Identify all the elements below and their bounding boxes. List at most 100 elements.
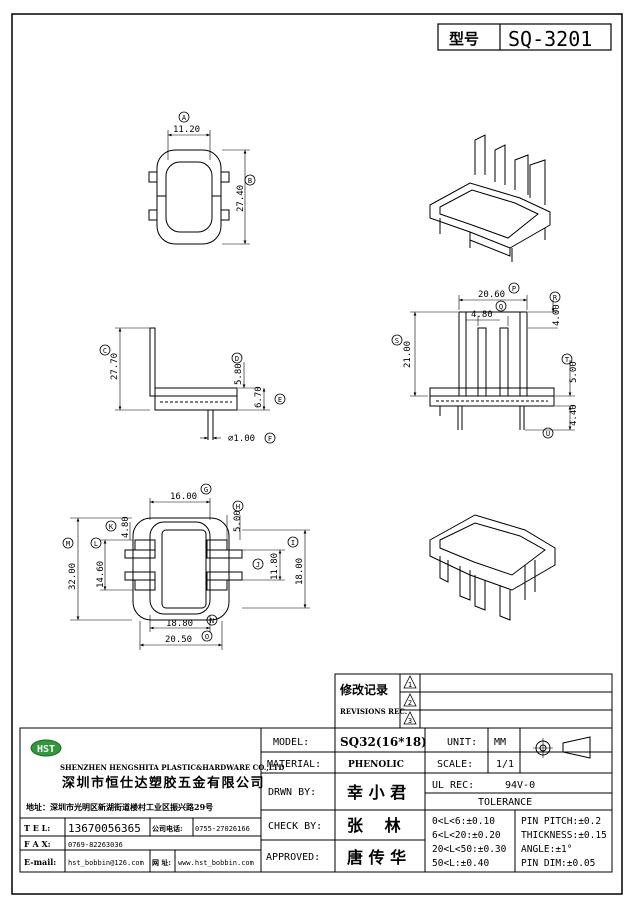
dim-N: 18.80 <box>166 619 193 629</box>
scale-value: 1/1 <box>496 759 514 770</box>
revision-mark-1: 1 <box>408 681 412 689</box>
callout-T: T <box>561 353 573 365</box>
company-logo-text: HST <box>37 744 55 755</box>
side-view <box>115 327 270 440</box>
dim-F: ⌀1.00 <box>228 434 255 444</box>
projection-symbol <box>533 736 591 759</box>
revision-subtitle: REVISIONS REC. <box>340 707 407 716</box>
dim-G: 16.00 <box>170 492 197 502</box>
material-value: PHENOLIC <box>348 760 404 770</box>
tolerance-2: 6<L<20:±0.20 <box>432 830 501 841</box>
pin-pitch: PIN PITCH:±0.2 <box>521 816 601 827</box>
callout-H: H <box>232 500 244 512</box>
revision-title: 修改记录 <box>339 682 388 697</box>
svg-text:B: B <box>248 177 252 185</box>
drawn-value: 幸 小 君 <box>347 783 406 802</box>
callout-F: F <box>264 432 276 444</box>
angle: ANGLE:±1° <box>521 844 572 855</box>
dim-H: 5.00 <box>233 510 243 532</box>
approved-label: APPROVED: <box>266 852 320 863</box>
tel-value: 13670056365 <box>68 822 141 835</box>
svg-text:C: C <box>103 347 107 355</box>
bottom-view <box>70 498 310 650</box>
callout-A: A <box>178 111 190 123</box>
ul-value: 94V-0 <box>505 780 535 791</box>
dim-K: 4.80 <box>121 516 131 538</box>
dim-L: 14.60 <box>96 561 106 588</box>
sheet-border <box>11 13 623 895</box>
svg-text:O: O <box>205 633 209 641</box>
drawn-label: DRWN BY: <box>268 787 316 798</box>
dim-P: 20.60 <box>478 290 505 300</box>
tolerance-label: TOLERANCE <box>478 797 532 808</box>
top-view <box>148 130 250 245</box>
title-block <box>19 727 613 873</box>
dim-S: 21.00 <box>403 341 413 368</box>
email-label: E-mail: <box>24 857 56 867</box>
callout-U: U <box>542 427 554 439</box>
web-label: 网 址: <box>152 858 171 867</box>
company-tel-value: 0755-27026166 <box>195 825 250 833</box>
title-model-label: 型号 <box>449 30 479 48</box>
svg-text:A: A <box>182 114 187 122</box>
callout-E: E <box>274 393 286 405</box>
callout-O: O <box>201 630 213 642</box>
dim-E: 6.70 <box>254 386 264 408</box>
iso-view-1 <box>429 134 551 262</box>
email-value: hst_bobbin@126.com <box>68 859 144 867</box>
approved-value: 唐 传 华 <box>347 848 406 867</box>
check-label: CHECK BY: <box>268 821 322 832</box>
svg-text:R: R <box>553 294 558 302</box>
dim-A: 11.20 <box>173 125 200 135</box>
iso-view-2 <box>429 514 556 621</box>
tel-label: T E L: <box>24 823 50 833</box>
svg-text:K: K <box>109 523 114 531</box>
svg-text:M: M <box>66 540 70 548</box>
callout-L: L <box>90 537 102 549</box>
svg-text:G: G <box>204 486 208 494</box>
tolerance-1: 0<L<6:±0.10 <box>432 816 495 827</box>
fax-value: 0769-82263036 <box>68 841 123 849</box>
check-value: 张 林 <box>347 816 401 835</box>
dim-I: 18.00 <box>295 558 305 585</box>
svg-text:L: L <box>94 540 98 548</box>
callout-B: B <box>244 174 256 186</box>
callout-M: M <box>62 537 74 549</box>
model-value: SQ32(16*18) <box>340 735 427 749</box>
title-model-no: SQ-3201 <box>508 27 592 51</box>
callout-K: K <box>105 520 117 532</box>
company-address: 地址：深圳市光明区新湖街道楼村工业区振兴路29号 <box>26 802 213 812</box>
ul-label: UL REC: <box>432 780 474 791</box>
svg-text:F: F <box>268 435 272 443</box>
dim-Q: 4.80 <box>471 310 493 320</box>
callout-C: C <box>99 344 111 356</box>
svg-text:J: J <box>256 561 260 569</box>
callout-J: J <box>252 558 264 570</box>
callout-G: G <box>200 483 212 495</box>
thickness: THICKNESS:±0.15 <box>521 830 607 841</box>
svg-text:U: U <box>546 430 550 438</box>
tolerance-4: 50<L:±0.40 <box>432 858 489 869</box>
company-tel-label: 公司电话: <box>152 824 183 833</box>
company-name-cn: 深圳市恒仕达塑胶五金有限公司 <box>62 775 265 791</box>
callout-D: D <box>231 352 243 364</box>
unit-value: MM <box>494 737 506 748</box>
svg-text:H: H <box>236 503 240 511</box>
svg-text:T: T <box>565 356 570 364</box>
callout-I: I <box>287 536 299 548</box>
callout-R: R <box>549 291 561 303</box>
fax-label: F A X: <box>24 839 51 849</box>
tolerance-3: 20<L<50:±0.30 <box>432 844 507 855</box>
dim-B: 27.40 <box>236 185 246 212</box>
callout-Q: Q <box>495 300 507 312</box>
dim-C: 27.70 <box>110 353 120 380</box>
svg-text:N: N <box>210 617 214 625</box>
dim-U: 4.40 <box>569 404 579 426</box>
title-box: 型号 SQ-3201 <box>437 23 612 51</box>
company-name-en: SHENZHEN HENGSHITA PLASTIC&HARDWARE CO.,… <box>60 763 284 772</box>
dim-R: 4.00 <box>552 304 562 326</box>
dim-D: 5.80 <box>234 363 244 385</box>
dim-J: 11.80 <box>270 553 280 580</box>
svg-text:I: I <box>291 539 295 547</box>
